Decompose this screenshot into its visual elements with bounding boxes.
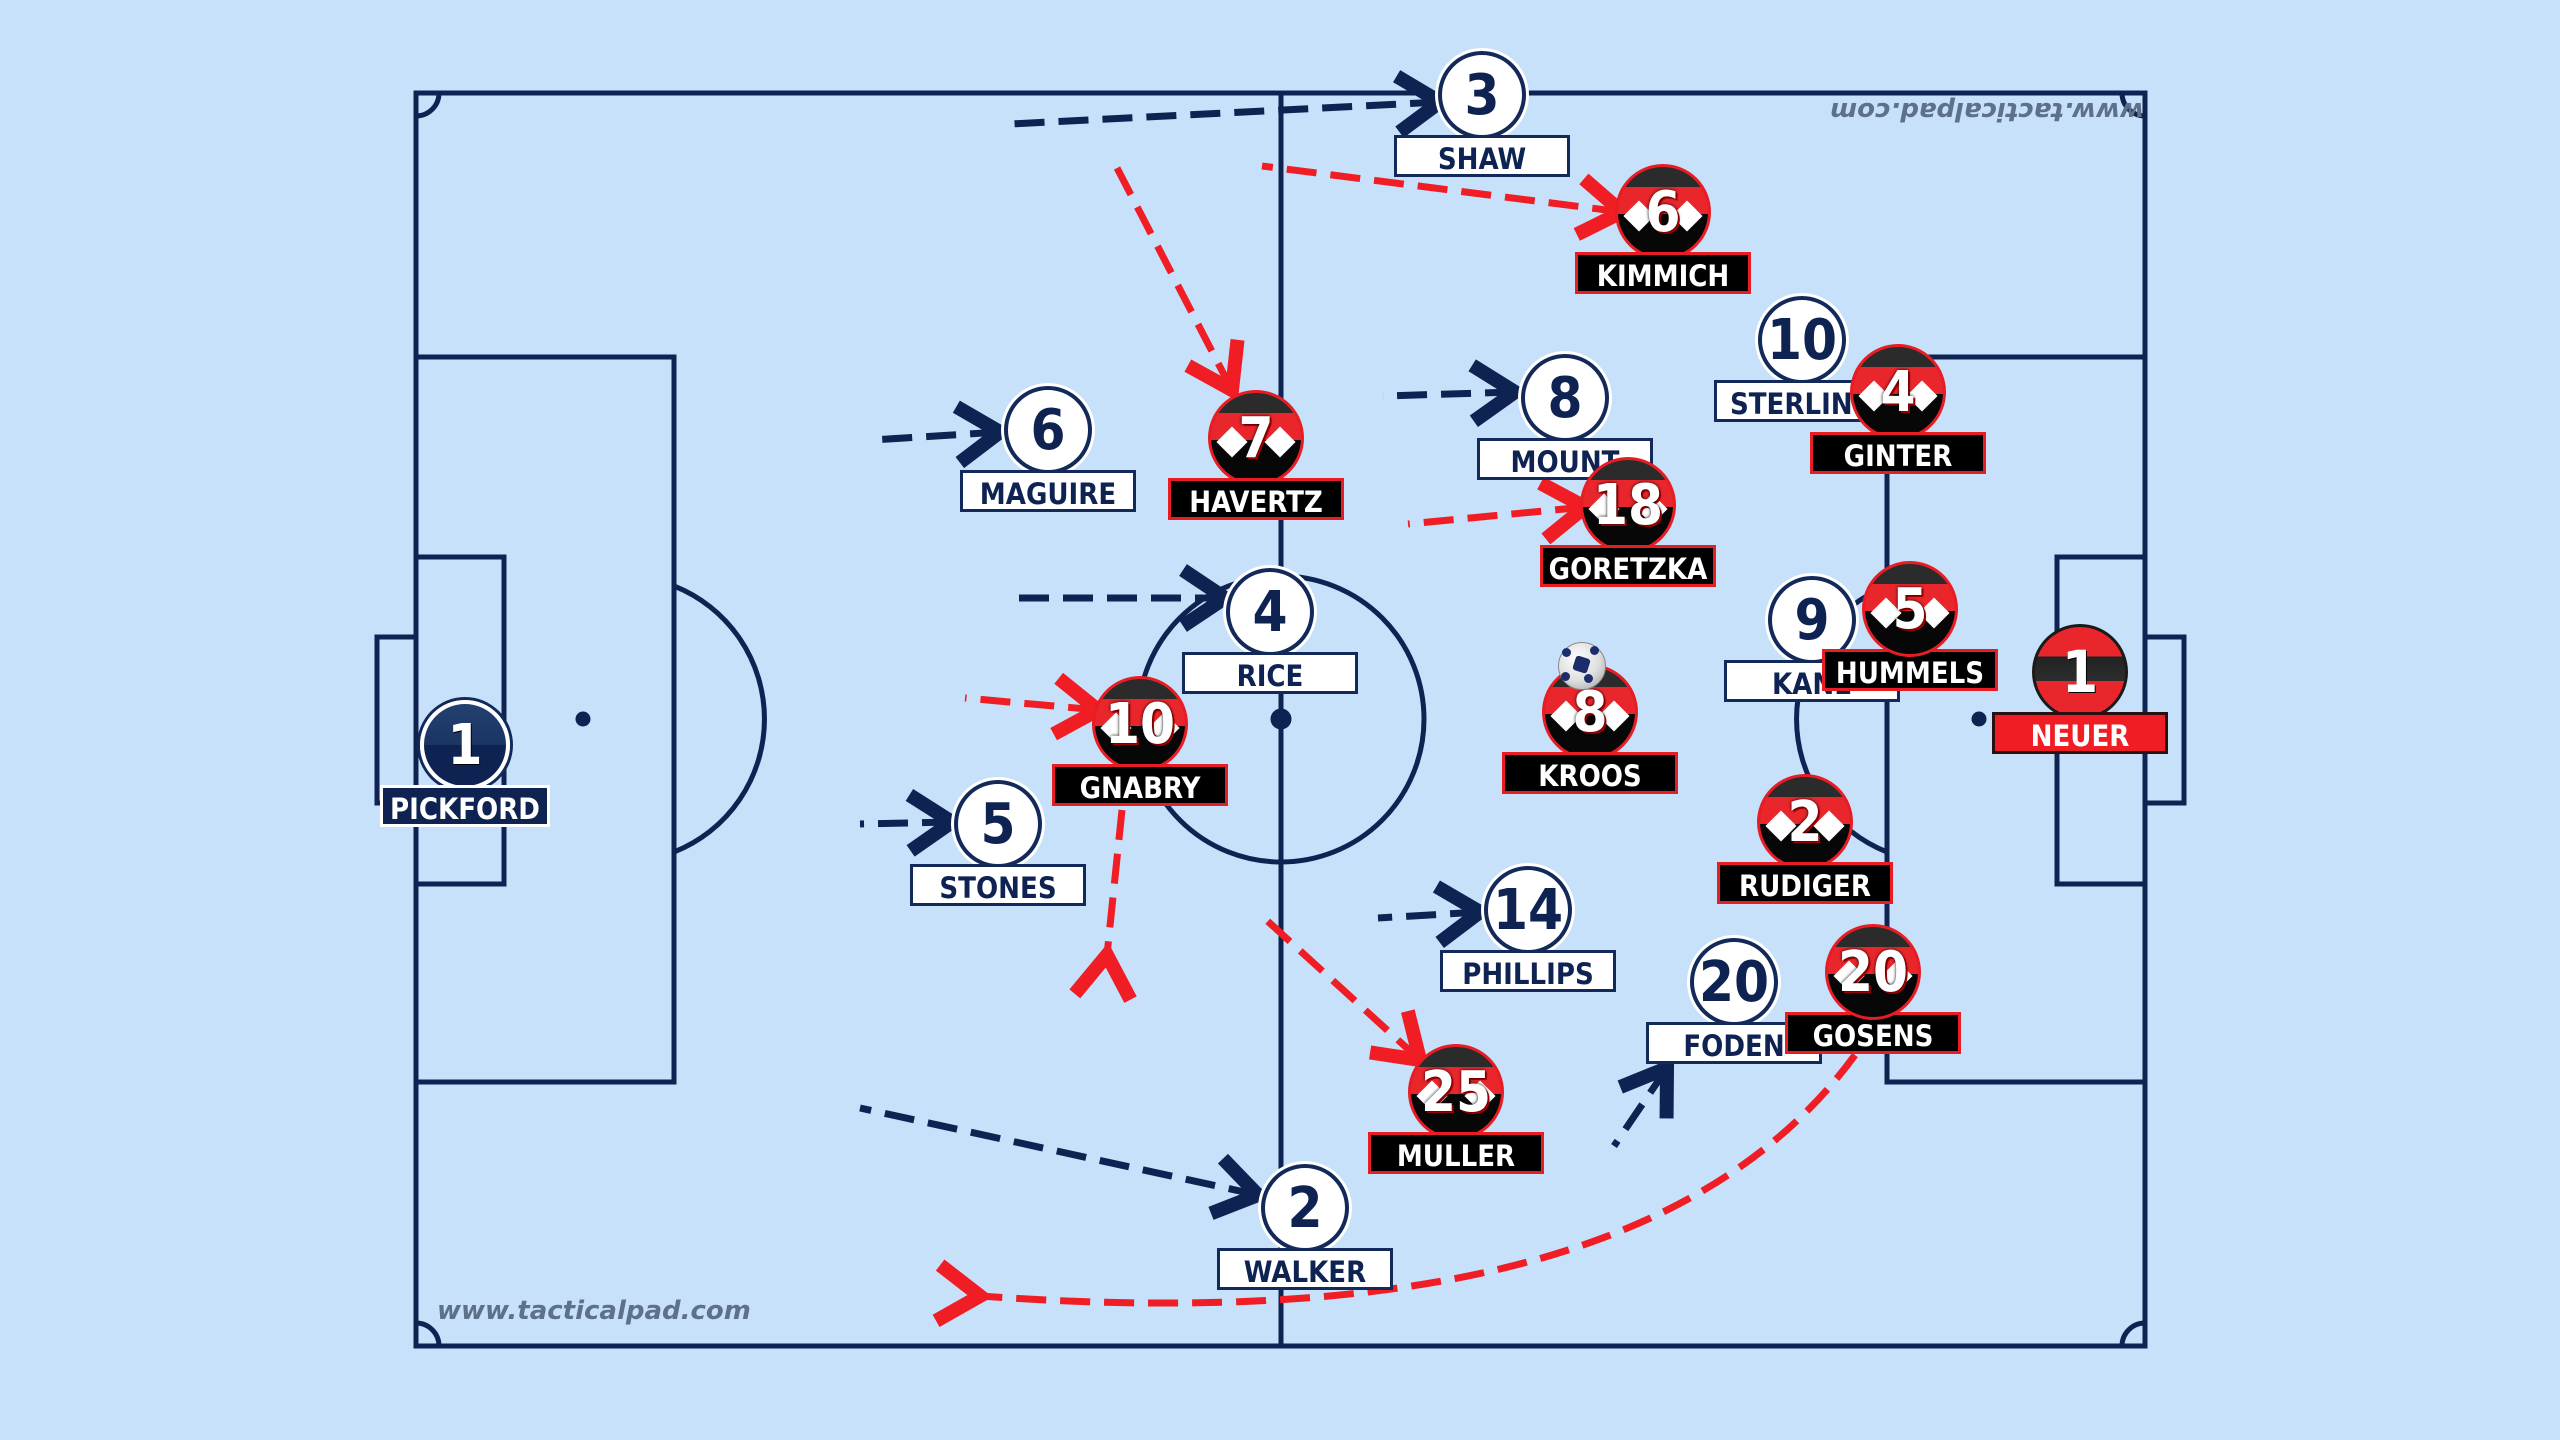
left-penalty-arc [673, 583, 767, 855]
player-disc: 2 [1261, 1164, 1349, 1252]
player-disc: 6 [1004, 386, 1092, 474]
watermark-top: www.tacticalpad.com [1830, 96, 2144, 126]
player-disc: 7 [1208, 390, 1304, 486]
run-arrow-havertz [1112, 164, 1245, 402]
player-name-label: MOUNT [1477, 438, 1653, 480]
player-disc: 1 [2032, 624, 2128, 720]
run-arrow-maguire [871, 400, 1013, 469]
player-name-label: HAVERTZ [1168, 478, 1344, 520]
player-disc: 8 [1521, 354, 1609, 442]
right-penalty-spot [1971, 711, 1987, 727]
run-arrow-gnabry-down [1069, 809, 1137, 1003]
player-disc: 18 [1580, 457, 1676, 553]
center-spot [1270, 708, 1292, 730]
left-goal [374, 634, 419, 806]
player-disc: 3 [1438, 51, 1526, 139]
player-disc: 10 [1758, 296, 1846, 384]
player-disc: 6 [1615, 164, 1711, 260]
player-disc: 20 [1825, 924, 1921, 1020]
run-arrow-phillips [1377, 880, 1493, 949]
player-name-label: GNABRY [1052, 764, 1228, 806]
player-name-label: SHAW [1394, 135, 1570, 177]
player-disc: 2 [1757, 774, 1853, 870]
player-disc: 20 [1690, 938, 1778, 1026]
corner-arc-tl [415, 92, 442, 119]
player-disc: 5 [1862, 561, 1958, 657]
run-arrow-gnabry-left [964, 672, 1111, 741]
player-disc: 10 [1092, 676, 1188, 772]
run-arrow-goretzka [1407, 476, 1598, 545]
corner-arc-bl [415, 1320, 442, 1347]
run-arrow-shaw [1009, 70, 1453, 138]
player-name-label: RICE [1182, 652, 1358, 694]
run-arrow-gosens [932, 1052, 1858, 1327]
player-disc: 5 [954, 780, 1042, 868]
player-name-label: GINTER [1810, 432, 1986, 474]
player-disc: 4 [1226, 568, 1314, 656]
player-disc: 1 [420, 700, 510, 790]
player-name-label: WALKER [1217, 1248, 1393, 1290]
player-name-label: STONES [910, 864, 1086, 906]
player-name-label: MAGUIRE [960, 470, 1136, 512]
player-name-label: MULLER [1368, 1132, 1544, 1174]
run-arrow-mount [1382, 359, 1528, 427]
watermark-bottom: www.tacticalpad.com [437, 1296, 751, 1326]
player-disc: 14 [1484, 866, 1572, 954]
player-name-label: PICKFORD [380, 785, 550, 827]
run-arrow-foden [1611, 1057, 1675, 1148]
germany-runs [932, 162, 1858, 1327]
player-disc: 25 [1408, 1044, 1504, 1140]
player-name-label: RUDIGER [1717, 862, 1893, 904]
corner-arc-tr [2119, 92, 2146, 119]
player-name-label: PHILLIPS [1440, 950, 1616, 992]
player-disc: 4 [1850, 344, 1946, 440]
england-runs [859, 70, 1675, 1220]
run-arrow-muller [1259, 913, 1430, 1069]
run-arrow-walker [859, 1104, 1271, 1220]
corner-arc-br [2119, 1320, 2146, 1347]
football-icon[interactable] [1558, 642, 1606, 690]
player-name-label: GORETZKA [1540, 545, 1716, 587]
player-name-label: KROOS [1502, 752, 1678, 794]
run-arrow-kimmich [1261, 162, 1635, 241]
run-arrow-stones [859, 789, 965, 857]
left-penalty-spot [575, 711, 591, 727]
pitch-lines [374, 90, 2187, 1349]
player-name-label: KIMMICH [1575, 252, 1751, 294]
player-name-label: FODEN [1646, 1022, 1822, 1064]
player-name-label: NEUER [1992, 712, 2168, 754]
